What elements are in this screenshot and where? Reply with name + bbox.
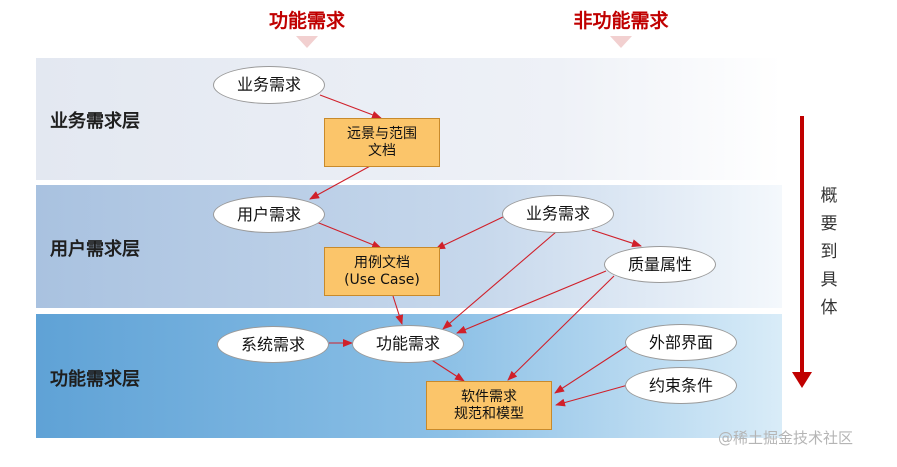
- arrow-business2-to-quality: [591, 229, 642, 248]
- side-label-char: 概: [820, 186, 838, 206]
- user-layer-label: 用户需求层: [50, 239, 140, 260]
- user-requirement-node: 用户需求: [213, 196, 325, 233]
- functional-requirement-node: 功能需求: [352, 325, 464, 363]
- abstract-to-concrete-arrow: [792, 116, 812, 388]
- arrow-quality-to-functional: [456, 270, 607, 334]
- arrow-business-to-vision: [319, 94, 382, 119]
- use-case-line2: (Use Case): [344, 271, 420, 288]
- use-case-line1: 用例文档: [354, 254, 410, 271]
- heading-pointer-triangle: [296, 36, 318, 48]
- vision-scope-line1: 远景与范围: [347, 125, 417, 142]
- srs-model-node: 软件需求 规范和模型: [426, 381, 552, 430]
- arrow-usecase-to-functional: [392, 295, 404, 325]
- use-case-document-node: 用例文档 (Use Case): [324, 247, 440, 296]
- arrow-user-to-usecase: [313, 220, 382, 249]
- business-requirement-node: 业务需求: [213, 66, 325, 104]
- quality-attributes-node: 质量属性: [604, 246, 716, 283]
- arrow-functional-to-srs: [426, 356, 465, 382]
- vision-scope-document-node: 远景与范围 文档: [324, 118, 440, 167]
- external-interface-node: 外部界面: [625, 324, 737, 361]
- side-label-char: 体: [820, 298, 838, 318]
- srs-line1: 软件需求: [461, 388, 517, 405]
- constraints-node: 约束条件: [625, 367, 737, 404]
- abstract-to-concrete-label: 概 要 到 具 体: [818, 182, 840, 322]
- business-requirement-2-node: 业务需求: [502, 195, 614, 233]
- system-requirement-node: 系统需求: [217, 326, 329, 363]
- side-label-char: 具: [820, 270, 838, 290]
- arrow-business2-to-usecase: [435, 215, 506, 250]
- arrow-business2-to-functional: [442, 231, 557, 330]
- functional-layer-label: 功能需求层: [50, 369, 140, 390]
- business-layer-label: 业务需求层: [50, 111, 140, 132]
- side-label-char: 到: [820, 242, 838, 262]
- arrow-constraints-to-srs: [555, 384, 629, 407]
- arrow-interface-to-srs: [554, 345, 628, 394]
- functional-column-heading: 功能需求: [252, 6, 362, 48]
- arrow-quality-to-srs: [507, 275, 615, 381]
- vision-scope-line2: 文档: [368, 142, 396, 159]
- srs-line2: 规范和模型: [454, 405, 524, 422]
- heading-pointer-triangle: [610, 36, 632, 48]
- arrow-vision-to-user: [309, 164, 373, 200]
- side-label-char: 要: [820, 214, 838, 234]
- non-functional-column-heading: 非功能需求: [556, 6, 686, 48]
- watermark: @稀土掘金技术社区: [718, 429, 854, 447]
